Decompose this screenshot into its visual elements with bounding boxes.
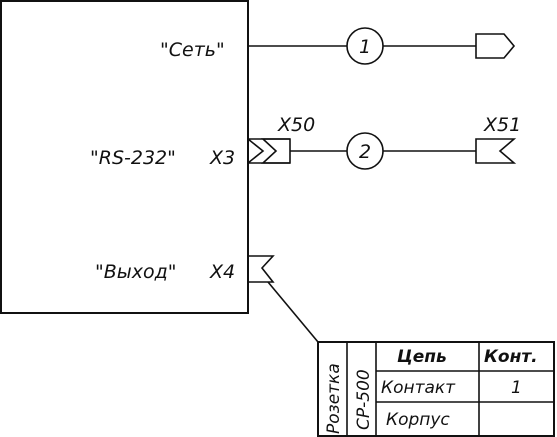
plug-network-icon	[475, 33, 516, 59]
connector-x4-label: X4	[209, 261, 235, 283]
port-label-network: "Сеть"	[160, 39, 225, 61]
socket-x51-icon	[475, 138, 517, 164]
leader-line	[267, 281, 319, 343]
line-2-number: 2	[359, 141, 371, 163]
port-label-output: "Выход"	[95, 261, 177, 283]
socket-x50-icon	[260, 138, 291, 164]
socket-table: Розетка СР-500 Цепь Конт. Контакт 1 Корп…	[317, 341, 555, 437]
table-cell: 1	[511, 378, 522, 398]
port-label-rs232: "RS-232"	[90, 147, 176, 169]
connector-x3-label: X3	[209, 147, 235, 169]
table-side-label-1: Розетка	[324, 363, 344, 434]
connector-x51-label: X51	[483, 114, 521, 136]
table-cell: Корпус	[386, 410, 450, 430]
table-cell: Контакт	[381, 378, 456, 398]
table-side-label-2: СР-500	[354, 369, 374, 430]
socket-x3-icon	[247, 138, 290, 164]
socket-x4-icon	[247, 255, 275, 283]
line-1-number: 1	[359, 36, 371, 58]
table-header-circuit: Цепь	[397, 347, 447, 367]
table-header-contact: Конт.	[484, 347, 538, 367]
connector-x50-label: X50	[277, 114, 315, 136]
